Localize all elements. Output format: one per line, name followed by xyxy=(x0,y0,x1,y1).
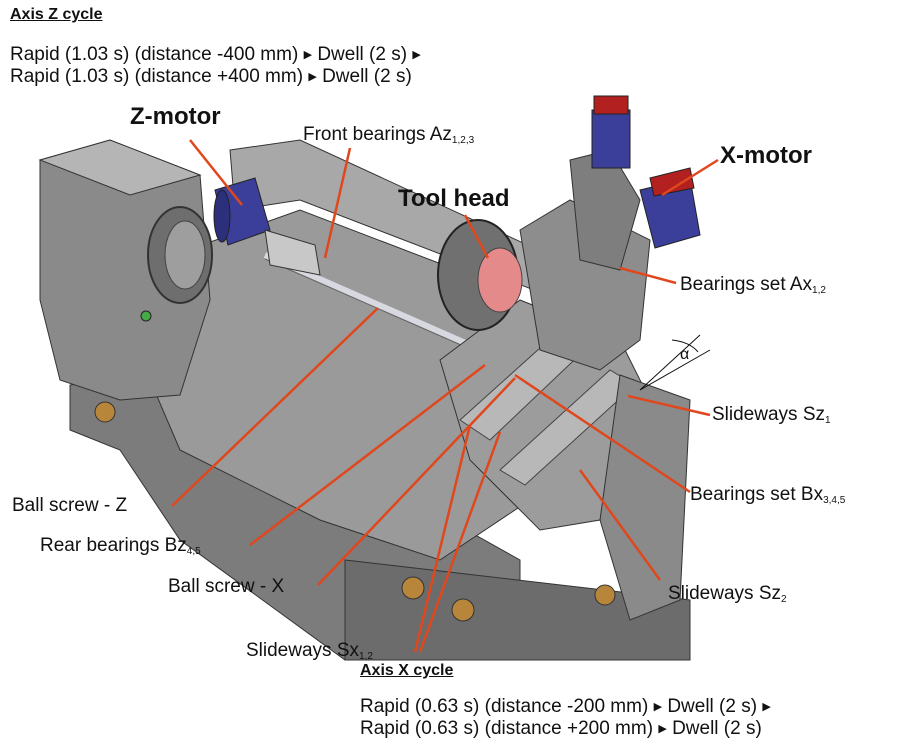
label-front-bearings: Front bearings Az1,2,3 xyxy=(303,124,474,152)
leader-slideways-sz1 xyxy=(627,394,711,417)
label-tool-head: Tool head xyxy=(398,185,510,212)
label-ball-screw-x: Ball screw - X xyxy=(168,576,285,597)
leader-bearings-bx xyxy=(514,373,691,494)
leader-x-motor xyxy=(661,158,719,197)
base-hole xyxy=(594,584,616,606)
leader-z-motor xyxy=(189,139,243,206)
axis-x-title: Axis X cycle xyxy=(360,662,454,679)
label-bearings-ax: Bearings set Ax1,2 xyxy=(680,274,826,302)
angle-arc xyxy=(671,339,699,353)
axis-x-dwell-1: Dwell (2 s) xyxy=(667,696,758,717)
axis-z-title: Axis Z cycle xyxy=(10,6,103,23)
ball-screw-z-edge xyxy=(264,258,471,350)
z-motor-cap xyxy=(213,189,231,243)
arrow-right-icon: ▶ xyxy=(303,49,313,61)
label-slideways-sz1-text: Slideways Sz xyxy=(712,404,825,425)
arrow-right-icon: ▶ xyxy=(653,701,663,713)
tool-head-center xyxy=(477,247,523,313)
slideway-sz1-block xyxy=(599,374,691,621)
axis-x-rapid-2: Rapid (0.63 s) (distance +200 mm) xyxy=(360,718,654,739)
arrow-right-icon: ▶ xyxy=(412,49,421,61)
label-rear-bearings-sub: 4,5 xyxy=(186,546,201,557)
headstock-top xyxy=(38,139,202,196)
leader-slideways-sz2 xyxy=(578,469,662,581)
axis-x-rapid-1: Rapid (0.63 s) (distance -200 mm) xyxy=(360,696,649,717)
label-bearings-bx-sub: 3,4,5 xyxy=(823,495,846,506)
label-slideways-sz1-sub: 1 xyxy=(825,415,831,426)
spindle-bore-inner xyxy=(164,220,206,290)
leader-rear-bearings xyxy=(249,364,486,546)
z-motor-coupling xyxy=(264,229,321,276)
label-bearings-ax-sub: 1,2 xyxy=(812,285,826,296)
status-light xyxy=(140,310,152,322)
axis-x-dwell-2: Dwell (2 s) xyxy=(672,718,762,739)
axis-x-line-2: Rapid (0.63 s) (distance +200 mm) ▶ Dwel… xyxy=(360,718,762,740)
label-bearings-bx-text: Bearings set Bx xyxy=(690,484,824,505)
base-hole xyxy=(451,598,475,622)
base-hole xyxy=(94,401,116,423)
axis-x-line-1: Rapid (0.63 s) (distance -200 mm) ▶ Dwel… xyxy=(360,696,771,718)
axis-z-dwell-2: Dwell (2 s) xyxy=(322,66,412,87)
axis-z-line-2: Rapid (1.03 s) (distance +400 mm) ▶ Dwel… xyxy=(10,66,412,88)
arrow-right-icon: ▶ xyxy=(308,71,317,83)
leader-slideways-sx-2 xyxy=(418,431,502,653)
label-slideways-sz2-text: Slideways Sz xyxy=(668,583,781,604)
leader-tool-head xyxy=(463,214,490,259)
leader-ball-screw-x xyxy=(317,377,516,586)
angle-line-2 xyxy=(639,334,701,391)
label-bearings-bx: Bearings set Bx3,4,5 xyxy=(690,484,845,512)
label-bearings-ax-text: Bearings set Ax xyxy=(680,274,813,295)
arrow-right-icon: ▶ xyxy=(658,723,667,735)
label-front-bearings-sub: 1,2,3 xyxy=(451,135,475,146)
leader-front-bearings xyxy=(323,147,352,259)
axis-z-dwell-1: Dwell (2 s) xyxy=(317,44,408,65)
label-slideways-sx-sub: 1,2 xyxy=(359,651,373,662)
upper-motor-body xyxy=(591,109,631,169)
leader-bearings-ax xyxy=(619,266,677,285)
label-x-motor: X-motor xyxy=(720,142,812,169)
label-slideways-sx-text: Slideways Sx xyxy=(246,640,359,661)
label-alpha: α xyxy=(680,346,690,363)
label-rear-bearings-text: Rear bearings Bz xyxy=(40,535,187,556)
label-z-motor: Z-motor xyxy=(130,103,221,130)
upper-motor-cap xyxy=(593,95,629,115)
arrow-right-icon: ▶ xyxy=(762,701,771,713)
label-front-bearings-text: Front bearings Az xyxy=(303,124,452,145)
label-slideways-sx: Slideways Sx1,2 xyxy=(246,640,373,668)
axis-z-rapid-2: Rapid (1.03 s) (distance +400 mm) xyxy=(10,66,304,87)
axis-z-rapid-1: Rapid (1.03 s) (distance -400 mm) xyxy=(10,44,299,65)
axis-z-line-1: Rapid (1.03 s) (distance -400 mm) ▶ Dwel… xyxy=(10,44,421,66)
base-hole xyxy=(401,576,425,600)
x-motor-cap xyxy=(649,167,695,197)
label-rear-bearings: Rear bearings Bz4,5 xyxy=(40,535,201,563)
label-slideways-sz1: Slideways Sz1 xyxy=(712,404,831,432)
label-slideways-sz2: Slideways Sz2 xyxy=(668,583,787,611)
angle-line-1 xyxy=(639,349,711,391)
label-slideways-sz2-sub: 2 xyxy=(781,594,787,605)
leader-slideways-sx-1 xyxy=(413,424,472,653)
label-ball-screw-z: Ball screw - Z xyxy=(12,495,128,516)
leader-lines xyxy=(171,139,719,653)
leader-ball-screw-z xyxy=(171,307,379,507)
